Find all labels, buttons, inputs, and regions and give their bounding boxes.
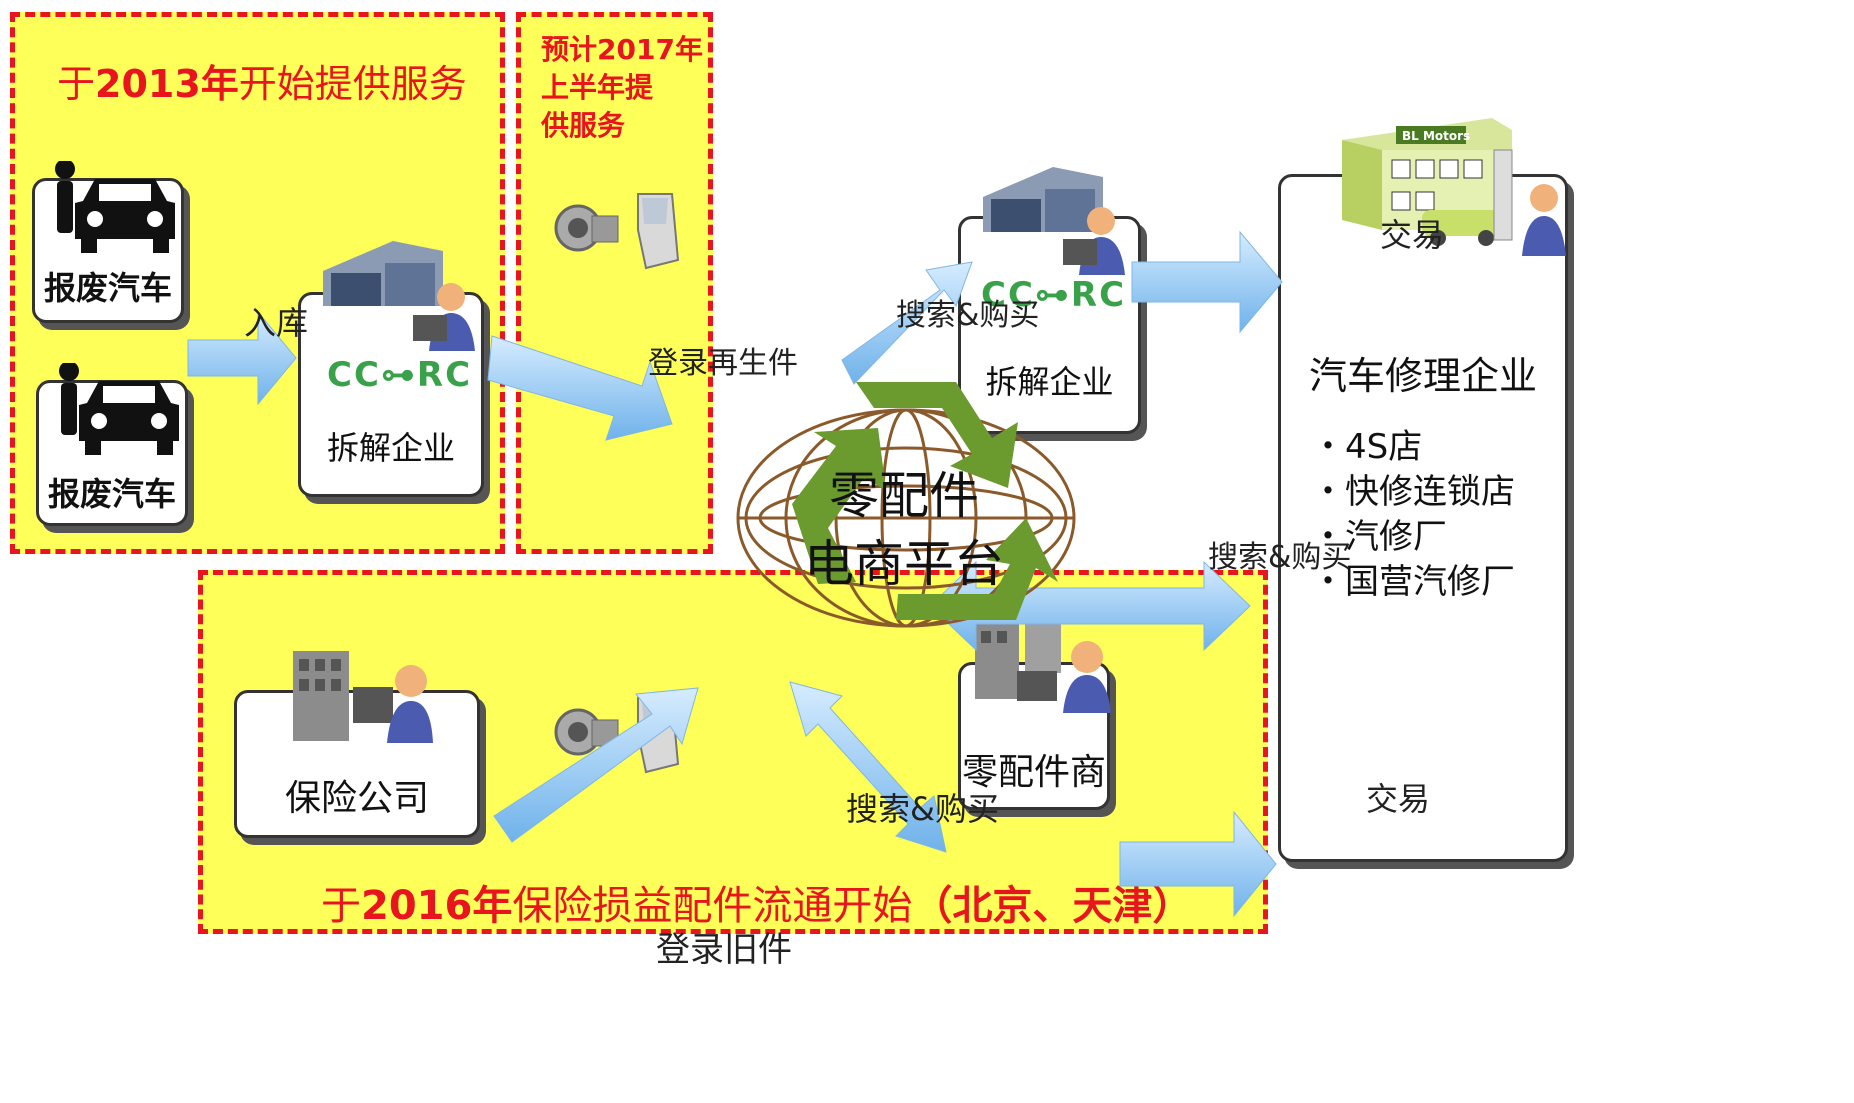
zone-2013-title: 于2013年开始提供服务 [57, 62, 467, 106]
scrap-car-label-1: 报废汽车 [43, 269, 172, 307]
scrap-car-icon [55, 161, 175, 253]
ccrc-logo: CC⊶RC [327, 355, 473, 395]
scrap-car-card-2: 报废汽车 [36, 363, 188, 526]
label-search-buy-top: 搜索&购买 [896, 298, 1040, 333]
parts-dealer-label: 零配件商 [961, 752, 1106, 793]
scrap-car-card-1: 报废汽车 [32, 161, 184, 323]
scrap-car-label-2: 报废汽车 [47, 475, 176, 513]
platform-globe [736, 382, 1076, 628]
office-worker-icon [413, 283, 475, 351]
label-warehouse: 入库 [244, 304, 309, 342]
person-icon [59, 363, 79, 435]
repair-card: 汽车修理企业 4S店 快修连锁店 汽修厂 国营汽修厂 [1278, 174, 1568, 862]
arrow-platform-to-dismantler [841, 261, 973, 385]
arrow-double-middle [929, 560, 1251, 652]
scrap-car-icon [59, 363, 179, 455]
arrow-warehouse [187, 310, 297, 406]
dismantler-card-right: CC⊶RC 拆解企业 [958, 167, 1141, 434]
label-search-buy-middle: 搜索&购买 [1208, 540, 1352, 575]
repair-shop-icon: BL Motors [1342, 118, 1566, 256]
label-register-used: 登录旧件 [656, 930, 792, 970]
globe-icon [736, 408, 1076, 628]
label-search-buy-bottom: 搜索&购买 [846, 790, 999, 828]
warehouse-icon [323, 241, 443, 306]
list-item: 国营汽修厂 [1311, 560, 1515, 605]
dismantler-card-left: CC⊶RC 拆解企业 [298, 241, 484, 497]
repair-title: 汽车修理企业 [1308, 354, 1537, 398]
building-sign: BL Motors [1402, 129, 1470, 143]
list-item: 汽修厂 [1311, 515, 1515, 560]
list-item: 4S店 [1311, 425, 1515, 470]
recycle-icon [792, 382, 1058, 620]
insurance-card: 保险公司 [234, 651, 480, 838]
dismantler-label-right: 拆解企业 [985, 363, 1114, 401]
zone-2017-title: 预计2017年 上半年提 供服务 [541, 33, 703, 142]
arrow-double-parts [789, 681, 947, 853]
ccrc-logo: CC⊶RC [981, 275, 1127, 315]
label-trade-top: 交易 [1380, 216, 1445, 254]
repair-list: 4S店 快修连锁店 汽修厂 国营汽修厂 [1311, 425, 1515, 605]
platform-label-line2: 电商平台 [804, 535, 1004, 593]
label-trade-bottom: 交易 [1366, 780, 1431, 818]
compressor-icon [554, 708, 619, 756]
office-worker-icon [1063, 207, 1125, 275]
compressor-icon [554, 204, 619, 252]
platform-label-line1: 零配件 [829, 467, 979, 525]
insurance-label: 保险公司 [284, 778, 429, 819]
office-building-icon [293, 651, 433, 743]
dismantler-label-left: 拆解企业 [326, 429, 455, 467]
label-register-recycled: 登录再生件 [648, 346, 798, 381]
car-door-icon [637, 193, 680, 270]
zone-2017: 预计2017年 上半年提 供服务 [516, 12, 713, 554]
arrow-insurance-to-platform [493, 687, 699, 843]
list-item: 快修连锁店 [1311, 470, 1515, 515]
arrow-trade-bottom [1119, 810, 1277, 918]
warehouse-icon [983, 167, 1103, 232]
arrow-trade-top [1131, 230, 1283, 334]
zone-2016-title: 于2016年保险损益配件流通开始（北京、天津） [321, 883, 1193, 929]
person-icon [55, 161, 75, 233]
arrow-to-platform [487, 335, 673, 441]
